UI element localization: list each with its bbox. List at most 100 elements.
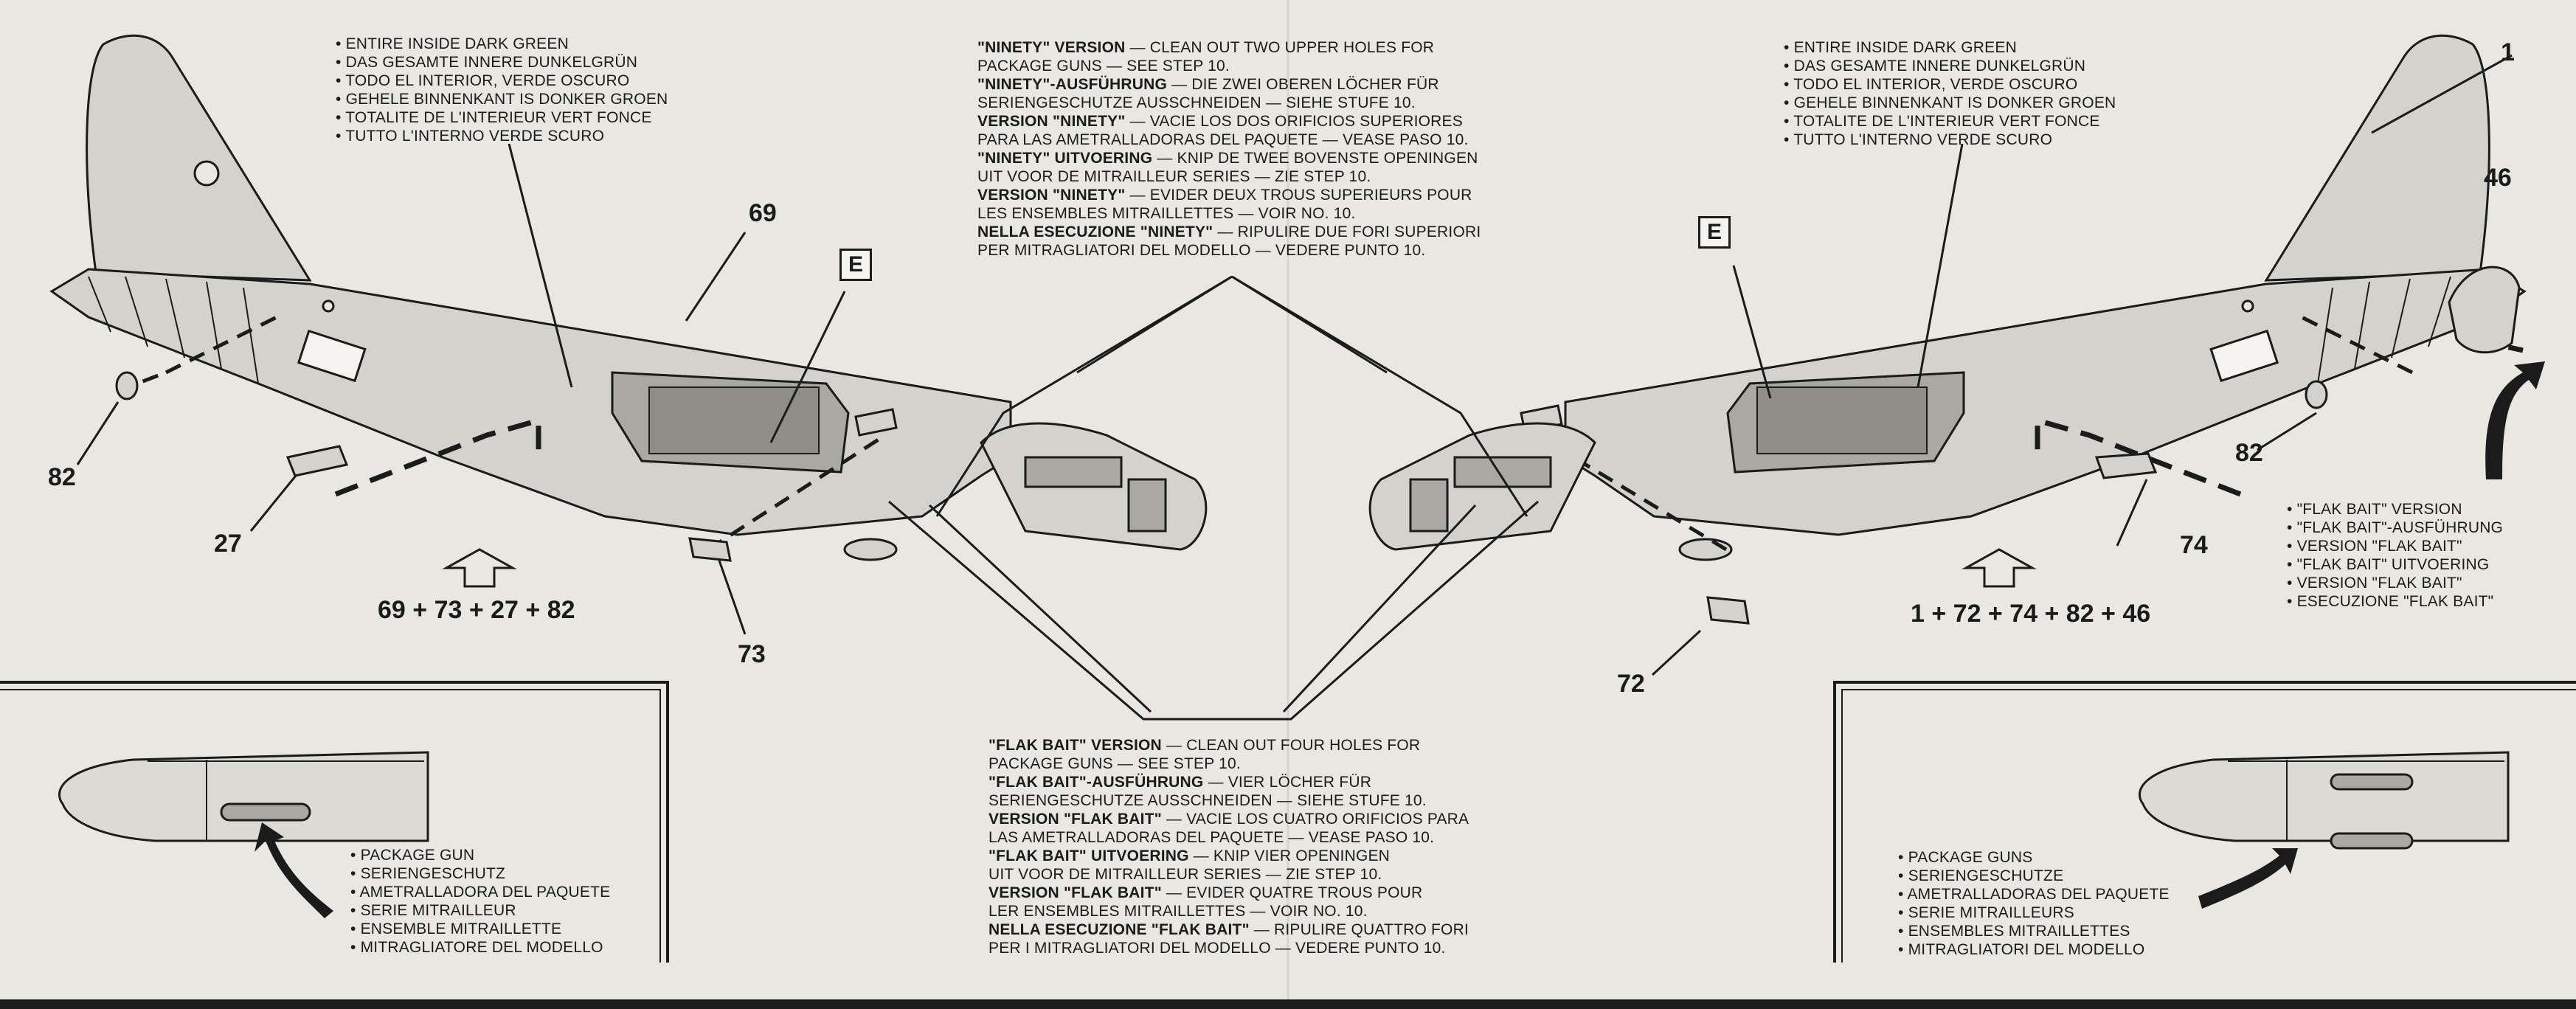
instruction-text: UIT VOOR DE MITRAILLEUR SERIES — ZIE STE… [977, 168, 1371, 185]
instruction-text: LER ENSEMBLES MITRAILLETTES — VOIR NO. 1… [988, 903, 1368, 920]
instruction-line: PER I MITRAGLIATORI DEL MODELLO — VEDERE… [988, 939, 1469, 957]
part-number-1: 1 [2501, 38, 2515, 66]
instruction-line: VERSION "FLAK BAIT" — VACIE LOS CUATRO O… [988, 810, 1469, 828]
instruction-line: NELLA ESECUZIONE "FLAK BAIT" — RIPULIRE … [988, 920, 1469, 939]
left-inset [0, 681, 669, 963]
right-interior-notes: ENTIRE INSIDE DARK GREEN DAS GESAMTE INN… [1784, 38, 2116, 149]
instruction-text: LES ENSEMBLES MITRAILLETTES — VOIR NO. 1… [977, 205, 1356, 222]
instruction-label: "FLAK BAIT" UITVOERING [988, 847, 1189, 864]
part-number-82-left: 82 [48, 463, 76, 491]
flak-bait-version-list: "FLAK BAIT" VERSION "FLAK BAIT"-AUSFÜHRU… [2287, 500, 2503, 611]
instruction-text: PARA LAS AMETRALLADORAS DEL PAQUETE — VE… [977, 131, 1469, 148]
left-fuselage-body [49, 268, 1012, 536]
instruction-text: — CLEAN OUT FOUR HOLES FOR [1161, 737, 1421, 754]
left-inset-notes: PACKAGE GUN SERIENGESCHUTZ AMETRALLADORA… [350, 846, 610, 957]
instruction-line: "NINETY" UITVOERING — KNIP DE TWEE BOVEN… [977, 149, 1481, 167]
left-assembly-formula: 69 + 73 + 27 + 82 [378, 596, 575, 624]
right-fuselage-body [1564, 268, 2527, 536]
flak-bait-curved-arrow-icon [2485, 361, 2545, 479]
instruction-line: PARA LAS AMETRALLADORAS DEL PAQUETE — VE… [977, 131, 1481, 149]
instruction-text: PER I MITRAGLIATORI DEL MODELLO — VEDERE… [988, 940, 1446, 957]
instruction-text: — VIER LÖCHER FÜR [1203, 774, 1372, 791]
instruction-line: SERIENGESCHUTZE AUSSCHNEIDEN — SIEHE STU… [977, 94, 1481, 112]
part-number-73: 73 [738, 640, 766, 668]
right-cockpit-insert [1368, 422, 1596, 551]
instruction-text: — RIPULIRE QUATTRO FORI [1249, 921, 1469, 938]
part-72-shape [1706, 596, 1750, 625]
left-interior-notes: ENTIRE INSIDE DARK GREEN DAS GESAMTE INN… [336, 35, 668, 145]
instruction-text: — EVIDER QUATRE TROUS POUR [1161, 884, 1423, 901]
left-tail-fin [86, 34, 312, 282]
instruction-label: "FLAK BAIT"-AUSFÜHRUNG [988, 774, 1204, 791]
right-inset [1833, 681, 2576, 963]
instruction-line: LER ENSEMBLES MITRAILLETTES — VOIR NO. 1… [988, 902, 1469, 920]
instruction-line: NELLA ESECUZIONE "NINETY" — RIPULIRE DUE… [977, 223, 1481, 241]
instruction-line: "NINETY"-AUSFÜHRUNG — DIE ZWEI OBEREN LÖ… [977, 75, 1481, 94]
ninety-version-instructions: "NINETY" VERSION — CLEAN OUT TWO UPPER H… [977, 38, 1481, 260]
part-number-27: 27 [214, 530, 242, 558]
instruction-text: PACKAGE GUNS — SEE STEP 10. [988, 755, 1241, 772]
left-fuselage-half [49, 34, 1012, 561]
decal-e-box-left: E [839, 249, 872, 281]
part-82-left-shape [115, 371, 139, 401]
instruction-text: — VACIE LOS DOS ORIFICIOS SUPERIORES [1125, 113, 1463, 130]
part-number-74: 74 [2180, 531, 2208, 559]
left-cockpit-insert [980, 422, 1208, 551]
instruction-text: SERIENGESCHUTZE AUSSCHNEIDEN — SIEHE STU… [988, 792, 1427, 809]
instruction-text: — VACIE LOS CUATRO ORIFICIOS PARA [1161, 811, 1469, 828]
part-number-82-right: 82 [2235, 439, 2263, 467]
instruction-text: — RIPULIRE DUE FORI SUPERIORI [1213, 223, 1481, 240]
instruction-line: "FLAK BAIT" VERSION — CLEAN OUT FOUR HOL… [988, 736, 1469, 755]
instruction-label: "NINETY" VERSION [977, 39, 1126, 56]
instruction-text: — EVIDER DEUX TROUS SUPERIEURS POUR [1125, 187, 1472, 204]
flak-bait-version-instructions: "FLAK BAIT" VERSION — CLEAN OUT FOUR HOL… [988, 736, 1469, 957]
instruction-line: "FLAK BAIT" UITVOERING — KNIP VIER OPENI… [988, 847, 1469, 865]
instruction-line: UIT VOOR DE MITRAILLEUR SERIES — ZIE STE… [977, 167, 1481, 186]
instruction-text: SERIENGESCHUTZE AUSSCHNEIDEN — SIEHE STU… [977, 94, 1416, 111]
right-inset-arrow-icon [2198, 848, 2298, 909]
part-46-shape [2448, 266, 2521, 354]
right-fuselage-half [1564, 34, 2527, 561]
instruction-text: PER MITRAGLIATORI DEL MODELLO — VEDERE P… [977, 242, 1426, 259]
part-number-69: 69 [749, 199, 777, 227]
left-inset-arrow-icon [255, 822, 333, 918]
part-number-72: 72 [1617, 670, 1645, 698]
part-73-shape [688, 537, 732, 562]
instruction-line: VERSION "FLAK BAIT" — EVIDER QUATRE TROU… [988, 884, 1469, 902]
decal-e-box-right: E [1698, 216, 1731, 249]
instruction-text: UIT VOOR DE MITRAILLEUR SERIES — ZIE STE… [988, 866, 1382, 883]
instruction-line: UIT VOOR DE MITRAILLEUR SERIES — ZIE STE… [988, 865, 1469, 884]
instruction-text: PACKAGE GUNS — SEE STEP 10. [977, 58, 1230, 74]
instruction-label: VERSION "NINETY" [977, 187, 1126, 204]
instruction-line: "FLAK BAIT"-AUSFÜHRUNG — VIER LÖCHER FÜR [988, 773, 1469, 791]
instruction-text: — CLEAN OUT TWO UPPER HOLES FOR [1125, 39, 1435, 56]
instruction-label: VERSION "NINETY" [977, 113, 1126, 130]
right-inset-notes: PACKAGE GUNS SERIENGESCHUTZE AMETRALLADO… [1898, 848, 2170, 959]
instruction-text: — KNIP DE TWEE BOVENSTE OPENINGEN [1152, 150, 1478, 167]
instruction-line: VERSION "NINETY" — VACIE LOS DOS ORIFICI… [977, 112, 1481, 131]
right-assembly-arrow-icon [1962, 548, 2037, 588]
instruction-line: PACKAGE GUNS — SEE STEP 10. [988, 755, 1469, 773]
instruction-label: VERSION "FLAK BAIT" [988, 811, 1162, 828]
instruction-label: NELLA ESECUZIONE "FLAK BAIT" [988, 921, 1250, 938]
instruction-label: NELLA ESECUZIONE "NINETY" [977, 223, 1213, 240]
part-74-shape [2094, 452, 2158, 479]
instruction-text: — DIE ZWEI OBEREN LÖCHER FÜR [1167, 76, 1439, 93]
part-number-46: 46 [2484, 164, 2512, 192]
instruction-line: "NINETY" VERSION — CLEAN OUT TWO UPPER H… [977, 38, 1481, 57]
instruction-line: SERIENGESCHUTZE AUSSCHNEIDEN — SIEHE STU… [988, 791, 1469, 810]
instruction-label: "NINETY"-AUSFÜHRUNG [977, 76, 1168, 93]
part-27-shape [285, 445, 349, 477]
instruction-line: PER MITRAGLIATORI DEL MODELLO — VEDERE P… [977, 241, 1481, 260]
instruction-text: — KNIP VIER OPENINGEN [1188, 847, 1391, 864]
right-assembly-formula: 1 + 72 + 74 + 82 + 46 [1911, 600, 2151, 628]
central-leader-lines [888, 275, 1539, 721]
left-assembly-arrow-icon [442, 548, 517, 588]
instruction-label: VERSION "FLAK BAIT" [988, 884, 1162, 901]
part-82-right-shape [2305, 380, 2328, 409]
instruction-text: LAS AMETRALLADORAS DEL PAQUETE — VEASE P… [988, 829, 1435, 846]
right-tail-fin [2264, 34, 2490, 282]
instruction-label: "NINETY" UITVOERING [977, 150, 1153, 167]
